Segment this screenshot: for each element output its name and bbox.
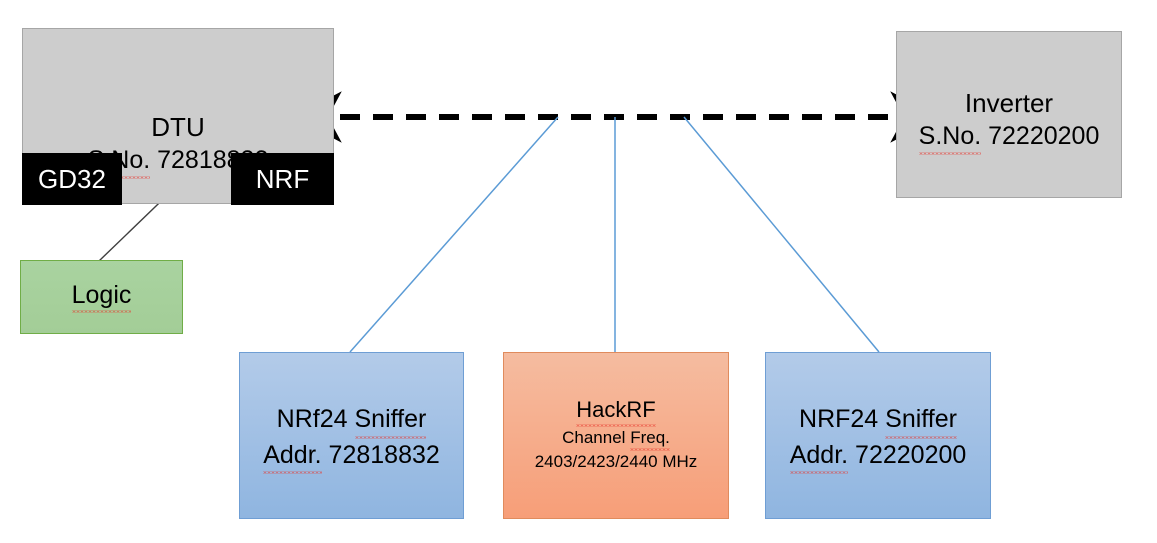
connector-tap-left: [349, 116, 559, 353]
sniffer-left-addr-value: 72818832: [328, 440, 440, 469]
node-inverter[interactable]: Inverter S.No. 72220200: [896, 31, 1122, 198]
gd32-label: GD32: [38, 163, 106, 194]
inverter-serial-value: 72220200: [988, 122, 1100, 151]
node-sniffer-left[interactable]: NRf24 Sniffer Addr. 72818832: [239, 352, 464, 519]
node-sniffer-right[interactable]: NRF24 Sniffer Addr. 72220200: [765, 352, 991, 519]
inverter-serial: S.No. 72220200: [897, 120, 1121, 155]
hackrf-channel-label: Channel Freq.: [504, 426, 728, 451]
sniffer-left-line1: NRf24 Sniffer: [240, 403, 463, 439]
hackrf-freq-word: Freq.: [630, 426, 670, 451]
sniffer-right-role: Sniffer: [885, 403, 957, 439]
node-nrf[interactable]: NRF: [231, 153, 334, 205]
hackrf-frequencies: 2403/2423/2440 MHz: [534, 451, 698, 471]
nrf-label: NRF: [255, 163, 310, 194]
sniffer-right-label-block: NRF24 Sniffer Addr. 72220200: [766, 403, 990, 474]
sniffer-right-chip: NRF24: [799, 405, 879, 433]
sniffer-right-addr-prefix: Addr.: [789, 438, 849, 475]
hackrf-title-text: HackRF: [576, 396, 656, 427]
sniffer-right-line1: NRF24 Sniffer: [766, 403, 990, 439]
sniffer-left-role: Sniffer: [354, 403, 427, 439]
inverter-title: Inverter: [964, 88, 1054, 118]
hackrf-title: HackRF: [504, 396, 728, 427]
sniffer-left-chip: NRf24: [276, 405, 348, 433]
inverter-serial-prefix: S.No.: [918, 120, 982, 155]
sniffer-right-line2: Addr. 72220200: [766, 438, 990, 475]
dtu-title: DTU: [151, 112, 205, 142]
node-gd32[interactable]: GD32: [22, 153, 122, 205]
node-hackrf[interactable]: HackRF Channel Freq. 2403/2423/2440 MHz: [503, 352, 729, 519]
node-logic[interactable]: Logic: [20, 260, 183, 334]
logic-label: Logic: [71, 281, 132, 313]
sniffer-left-label-block: NRf24 Sniffer Addr. 72818832: [240, 403, 463, 474]
sniffer-left-line2: Addr. 72818832: [240, 438, 463, 475]
hackrf-label-block: HackRF Channel Freq. 2403/2423/2440 MHz: [504, 396, 728, 472]
sniffer-right-addr-value: 72220200: [855, 440, 967, 469]
inverter-label-block: Inverter S.No. 72220200: [897, 87, 1121, 155]
sniffer-left-addr-prefix: Addr.: [263, 438, 322, 475]
hackrf-channel-word: Channel: [562, 427, 626, 447]
connector-tap-right: [683, 116, 880, 353]
